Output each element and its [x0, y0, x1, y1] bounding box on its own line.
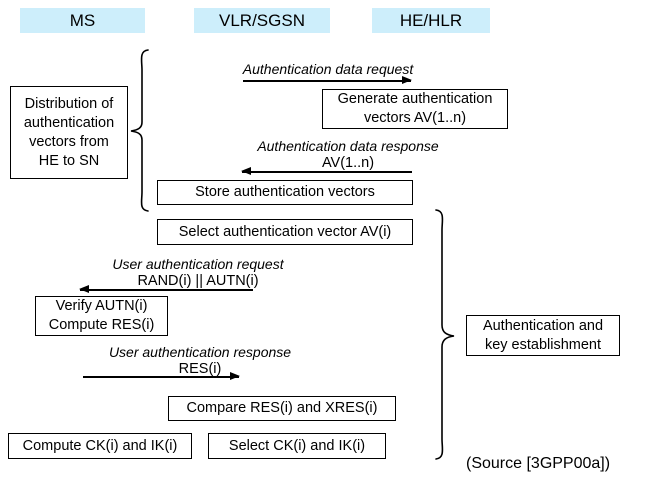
action-line: Generate authentication: [337, 91, 493, 107]
message-label-user-auth-request: User authentication request: [112, 256, 284, 272]
message-arrow-auth-data-request: [243, 76, 412, 86]
phase-brace-distribution: [128, 48, 154, 213]
action-line: Store authentication vectors: [195, 184, 375, 200]
phase-label-auth-key-establishment: Authentication and key establishment: [466, 315, 620, 356]
lane-header-vlr-sgsn: VLR/SGSN: [194, 8, 330, 33]
message-arrow-user-auth-response: [83, 372, 240, 382]
action-line: Select CK(i) and IK(i): [228, 437, 366, 454]
phase-label-line: Authentication and: [482, 317, 604, 334]
action-line: Select authentication vector AV(i): [178, 223, 392, 240]
message-arrow-user-auth-request: [79, 285, 253, 295]
action-line: Compute RES(i): [48, 317, 155, 333]
action-box-store-av: Store authentication vectors: [157, 180, 413, 205]
arrow-line: [80, 289, 253, 291]
action-line: vectors AV(1..n): [363, 110, 467, 126]
action-box-compute-keys: Compute CK(i) and IK(i): [8, 433, 192, 459]
arrow-head-right-icon: [402, 76, 412, 84]
arrow-line: [243, 80, 411, 82]
phase-label-line: authentication: [23, 114, 115, 131]
source-note: (Source [3GPP00a]): [466, 455, 611, 472]
message-label-auth-data-request: Authentication data request: [242, 61, 414, 77]
arrow-head-right-icon: [230, 372, 240, 380]
lane-header-he-hlr: HE/HLR: [372, 8, 490, 33]
action-line: Verify AUTN(i): [55, 298, 148, 314]
phase-label-line: vectors from: [29, 133, 109, 150]
phase-label-distribution: Distribution of authentication vectors f…: [10, 86, 128, 179]
action-box-select-av: Select authentication vector AV(i): [157, 219, 413, 245]
arrow-head-left-icon: [79, 285, 89, 293]
arrow-line: [242, 171, 412, 173]
message-sublabel-user-auth-response: RES(i): [178, 361, 222, 377]
action-box-select-keys: Select CK(i) and IK(i): [208, 433, 386, 459]
action-box-generate-av: Generate authentication vectors AV(1..n): [322, 89, 508, 129]
message-arrow-auth-data-response: [241, 167, 412, 177]
phase-label-line: Distribution of: [24, 95, 114, 112]
action-box-compare-res: Compare RES(i) and XRES(i): [168, 396, 396, 421]
arrow-head-left-icon: [241, 167, 251, 175]
message-sublabel-user-auth-request: RAND(i) || AUTN(i): [137, 273, 259, 289]
arrow-line: [83, 376, 239, 378]
action-line: Compute CK(i) and IK(i): [22, 437, 178, 454]
phase-label-line: HE to SN: [38, 152, 100, 169]
phase-label-line: key establishment: [484, 336, 602, 353]
action-line: Compare RES(i) and XRES(i): [186, 400, 378, 416]
phase-brace-auth-key-establishment: [428, 208, 458, 461]
action-box-verify-autn: Verify AUTN(i) Compute RES(i): [35, 296, 168, 336]
lane-header-ms: MS: [20, 8, 145, 33]
message-sublabel-auth-data-response: AV(1..n): [321, 155, 375, 171]
message-label-user-auth-response: User authentication response: [108, 344, 292, 360]
message-label-auth-data-response: Authentication data response: [257, 138, 439, 154]
